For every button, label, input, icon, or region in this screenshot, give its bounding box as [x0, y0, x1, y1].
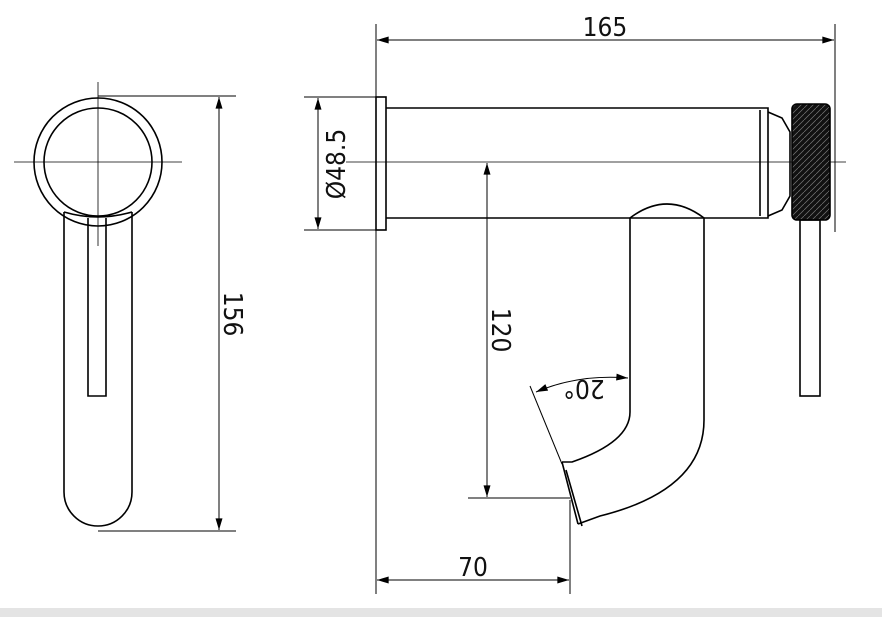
angle-reference-line: [529, 385, 563, 465]
lever-neck: [63, 211, 133, 218]
escutcheon-plate: [375, 96, 387, 231]
bottom-border-strip: [0, 608, 882, 617]
lever-handle: [63, 212, 133, 527]
handle-collar: [767, 111, 791, 217]
lever-stem: [799, 219, 821, 397]
dimension-label-drop: 120: [485, 308, 515, 353]
side-view: 165 Ø48.5 20° 120 70: [304, 13, 846, 594]
dimension-label-angle: 20°: [563, 373, 604, 403]
escutcheon-circle: [33, 97, 163, 227]
spout-outer-curve: [577, 203, 705, 525]
body-circle: [43, 107, 153, 217]
dimension-label-length: 165: [583, 13, 628, 43]
dimension-label-diameter: Ø48.5: [322, 129, 352, 199]
dimension-label-reach: 70: [458, 553, 488, 583]
end-view: 156: [14, 82, 247, 532]
aerator-outlet: [561, 461, 583, 527]
spout-body: [386, 107, 769, 219]
spout-inner-curve: [562, 218, 631, 463]
lever-slot: [87, 218, 107, 397]
angle-arc: [535, 373, 629, 393]
dimension-label-height: 156: [217, 292, 247, 337]
knurled-handle: [791, 103, 831, 221]
